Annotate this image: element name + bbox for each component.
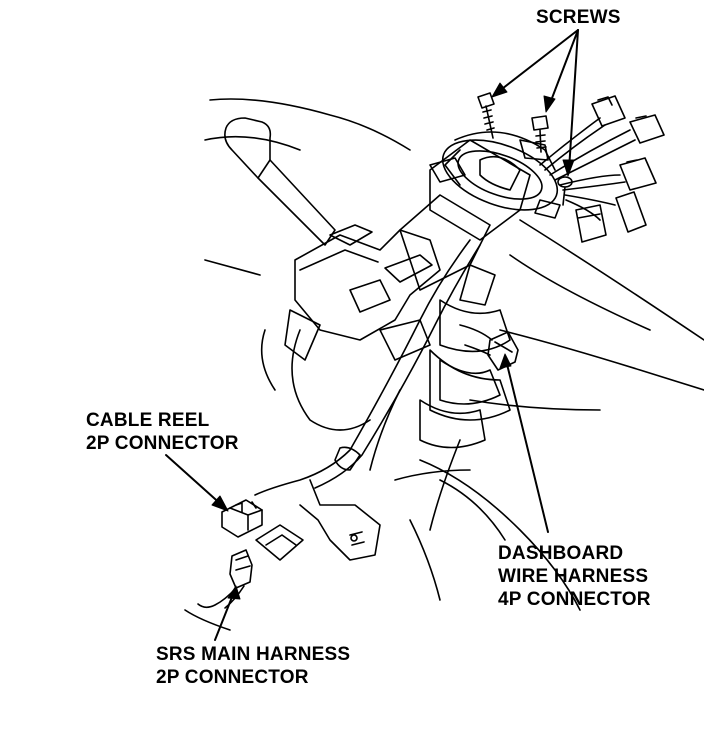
upper-connector-5 (575, 204, 607, 243)
leader-lines (165, 29, 579, 641)
screws-arrowhead-2 (543, 95, 556, 113)
dashboard-label-line3: 4P CONNECTOR (498, 589, 651, 610)
srs-main-harness-label: SRS MAIN HARNESS 2P CONNECTOR (156, 643, 350, 689)
screws-leader-3 (568, 29, 579, 171)
dashboard-label-line2: WIRE HARNESS (498, 566, 649, 587)
dashboard-4p-connector (459, 324, 519, 371)
cable-reel-label-line1: CABLE REEL (86, 410, 210, 431)
srs-arrowhead (227, 585, 241, 600)
lower-column-cover (369, 349, 511, 531)
cable-reel-mating-connector (255, 524, 304, 561)
cable-reel-2p-connector (221, 499, 263, 538)
srs-main-harness-2p-connector (197, 549, 253, 609)
screws-arrowhead-1 (491, 82, 508, 98)
upper-connector-4 (615, 191, 647, 233)
upper-connector-1 (591, 95, 626, 127)
screws-leader-1 (497, 29, 579, 93)
screws-leader-2 (548, 29, 579, 107)
cable-reel-connector-label: CABLE REEL 2P CONNECTOR (86, 409, 239, 455)
column-switch-body (260, 224, 441, 431)
screws-label-text: SCREWS (536, 7, 621, 28)
dashboard-label-line1: DASHBOARD (498, 543, 624, 564)
screws-label: SCREWS (536, 6, 621, 29)
cable-reel-assembly (429, 131, 561, 219)
screw-2 (531, 115, 549, 153)
cable-reel-harness (254, 239, 481, 496)
srs-label-line1: SRS MAIN HARNESS (156, 644, 351, 665)
srs-leader (214, 591, 235, 641)
screw-1 (477, 92, 495, 139)
arrowheads (211, 82, 575, 600)
upper-wire-bundle (539, 117, 636, 221)
dashboard-harness-label: DASHBOARD WIRE HARNESS 4P CONNECTOR (498, 542, 651, 611)
dashboard-leader (505, 359, 549, 533)
cable-reel-label-line2: 2P CONNECTOR (86, 433, 239, 454)
cable-reel-arrowhead (211, 495, 229, 512)
upper-connector-3 (619, 157, 657, 191)
upper-connector-2 (629, 114, 665, 144)
srs-label-line2: 2P CONNECTOR (156, 667, 309, 688)
combination-switch-lever (224, 117, 336, 246)
dashboard-arrowhead (499, 353, 512, 369)
cable-reel-leader (165, 454, 225, 508)
mounting-bracket (299, 479, 381, 561)
screws-arrowhead-3 (562, 159, 575, 177)
